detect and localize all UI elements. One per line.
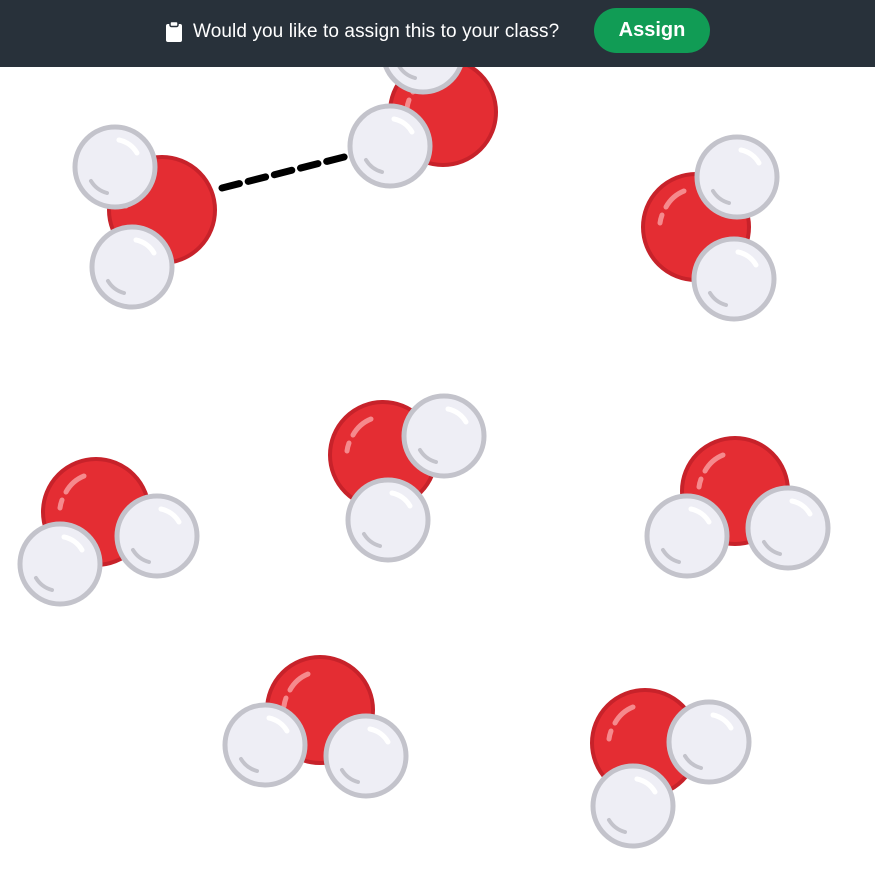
hydrogen-atom: [117, 496, 197, 576]
hydrogen-atom: [593, 766, 673, 846]
hydrogen-bond-line: [218, 151, 356, 192]
hydrogen-atom: [348, 480, 428, 560]
hydrogen-atom: [326, 716, 406, 796]
hydrogen-atom: [225, 705, 305, 785]
hydrogen-atom: [92, 227, 172, 307]
water-molecule: [225, 657, 406, 796]
hydrogen-atom: [669, 702, 749, 782]
assign-prompt-text: Would you like to assign this to your cl…: [193, 21, 560, 42]
assign-button[interactable]: Assign: [594, 8, 710, 53]
water-molecule: [20, 459, 197, 604]
hydrogen-atom: [404, 396, 484, 476]
hydrogen-atom: [647, 496, 727, 576]
hydrogen-atom: [748, 488, 828, 568]
assign-banner: Would you like to assign this to your cl…: [0, 0, 875, 67]
hydrogen-atom: [20, 524, 100, 604]
hydrogen-atom: [75, 127, 155, 207]
water-molecule: [647, 438, 828, 576]
hydrogen-atom: [350, 106, 430, 186]
hydrogen-atom: [697, 137, 777, 217]
water-molecule: [330, 396, 484, 560]
assign-prompt: Would you like to assign this to your cl…: [165, 19, 559, 45]
water-molecule: [592, 690, 749, 846]
hydrogen-atom: [694, 239, 774, 319]
clipboard-icon: [165, 20, 183, 43]
water-molecule: [75, 127, 215, 307]
water-molecule: [643, 137, 777, 319]
